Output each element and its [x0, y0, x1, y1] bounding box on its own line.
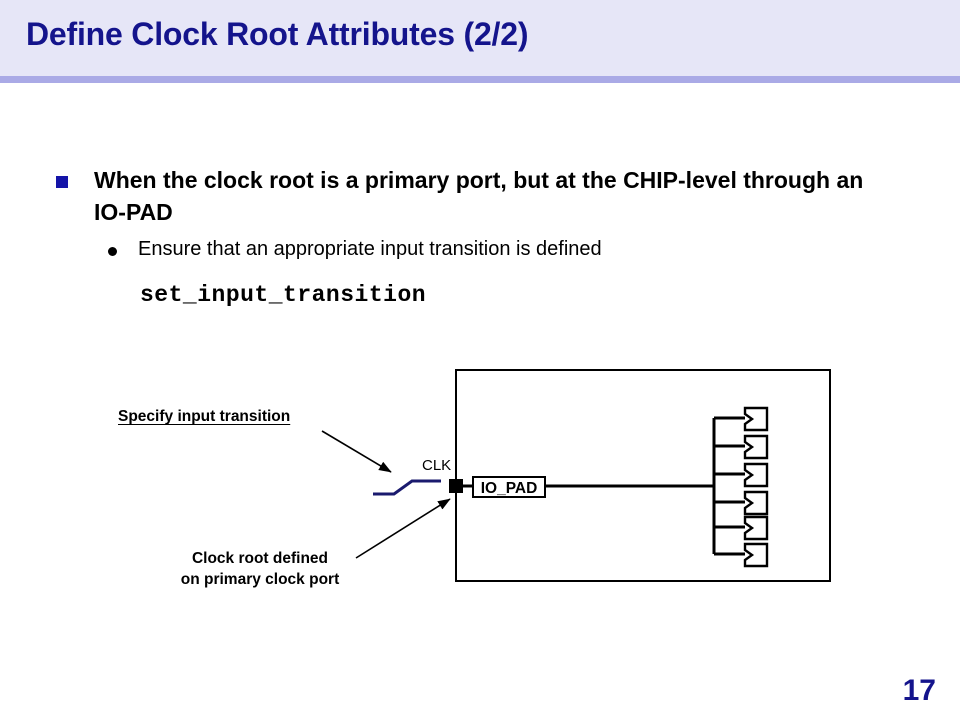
bullet-item-primary-label: When the clock root is a primary port, b… [94, 167, 864, 225]
flipflop-box [743, 406, 769, 432]
slide-header-rule [0, 76, 960, 83]
annotation-clock-root-defined: Clock root defined on primary clock port [150, 548, 370, 590]
annotation-arrow-specify [321, 430, 392, 473]
flipflop-box [743, 490, 769, 516]
slide-header-band [0, 0, 960, 76]
clk-port-label: CLK [422, 457, 452, 474]
io-pad-block: IO_PAD [472, 476, 546, 498]
square-bullet-icon [56, 176, 68, 188]
flipflop-box [743, 515, 769, 541]
annotation-specify-input-transition: Specify input transition [118, 408, 291, 425]
round-bullet-icon [108, 247, 117, 256]
code-snippet: set_input_transition [140, 282, 427, 308]
page-number: 17 [902, 674, 936, 707]
annotation-clock-root-line-2: on primary clock port [180, 571, 340, 588]
page-title: Define Clock Root Attributes (2/2) [26, 16, 529, 52]
clock-waveform [373, 479, 441, 496]
flipflop-box [743, 434, 769, 460]
flipflop-box [743, 542, 769, 568]
primary-port-marker [449, 479, 463, 493]
bullet-item-secondary-label: Ensure that an appropriate input transit… [138, 238, 602, 260]
flipflop-box [743, 462, 769, 488]
annotation-clock-root-line-1: Clock root defined [191, 550, 329, 567]
annotation-arrow-clockroot [355, 498, 451, 559]
